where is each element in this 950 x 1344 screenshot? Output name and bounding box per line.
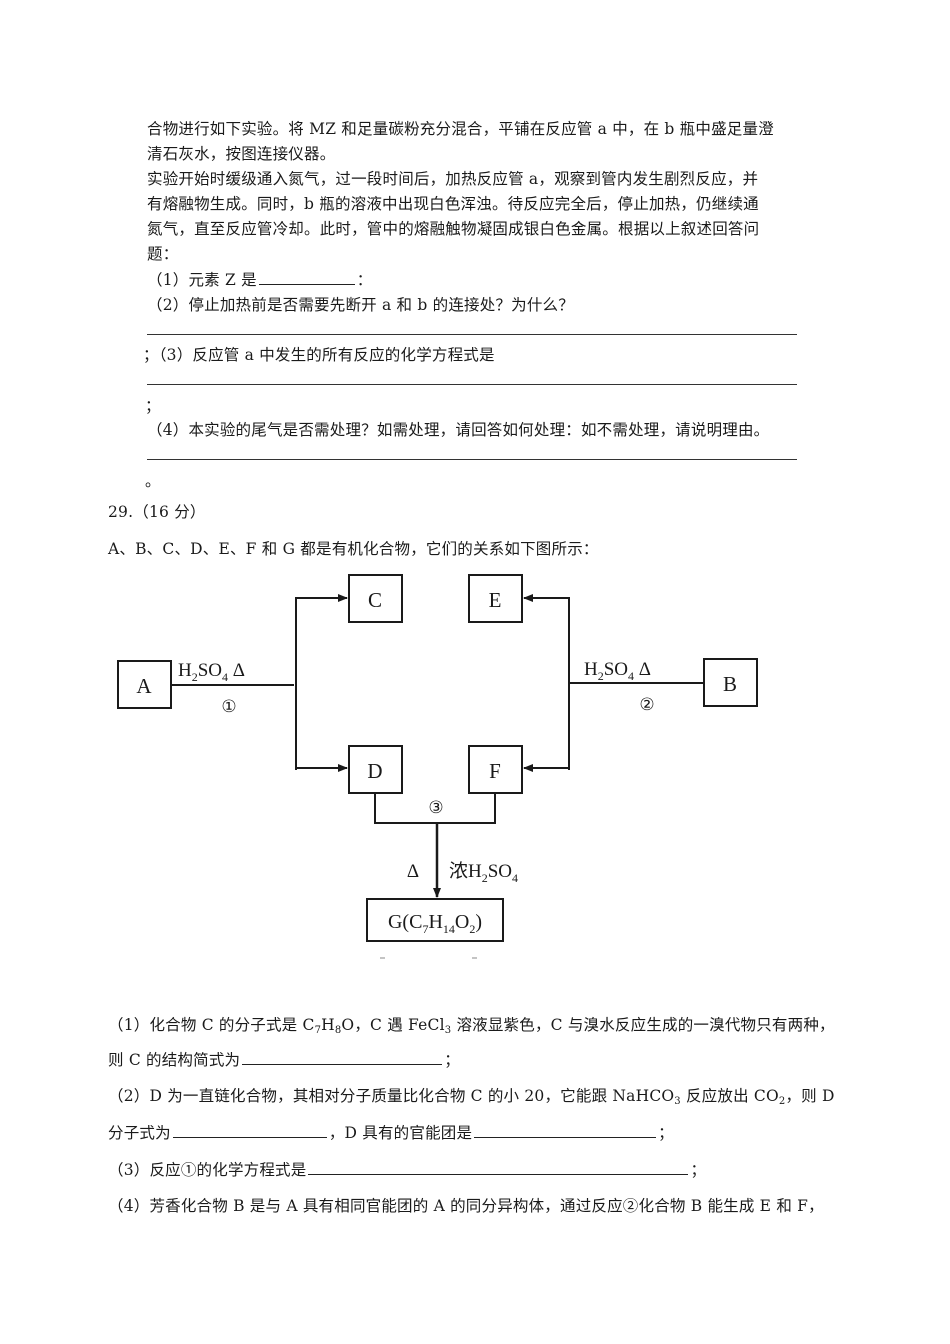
q28-sub4-end: 。 bbox=[145, 472, 161, 490]
q29-part3: （3）反应①的化学方程式是 ； bbox=[108, 1158, 706, 1180]
answer-blank-reaction1-equation[interactable] bbox=[308, 1158, 689, 1175]
arrow-to-e bbox=[523, 594, 570, 770]
arrow-to-f bbox=[523, 680, 570, 772]
q29-intro: A、B、C、D、E、F 和 G 都是有机化合物，它们的关系如下图所示： bbox=[108, 540, 599, 558]
reaction2-reagent: H2SO4 Δ bbox=[584, 659, 651, 683]
q28-sub2: （2）停止加热前是否需要先断开 a 和 b 的连接处？为什么？ bbox=[147, 296, 574, 314]
answer-line-q28-2[interactable] bbox=[147, 334, 797, 335]
arrow-to-d bbox=[295, 680, 348, 772]
intro-line-6: 题： bbox=[147, 245, 179, 263]
q29-part2-prefix: 分子式为 bbox=[108, 1124, 171, 1142]
intro-line-3: 实验开始时缓级通入氮气，过一段时间后，加热反应管 a，观察到管内发生剧烈反应，并 bbox=[147, 170, 759, 188]
q29-part1-suffix: ； bbox=[444, 1051, 460, 1069]
reaction1-reagent: H2SO4 Δ bbox=[178, 660, 245, 684]
intro-line-5: 氮气，直至反应管冷却。此时，管中的熔融触物凝固成银白色金属。根据以上叙述回答问 bbox=[147, 220, 760, 238]
answer-blank-d-formula[interactable] bbox=[172, 1121, 327, 1138]
reaction1-number: ① bbox=[221, 697, 236, 716]
node-d-label: D bbox=[367, 759, 382, 783]
q29-part2-line1: （2）D 为一直链化合物，其相对分子质量比化合物 C 的小 20，它能跟 NaH… bbox=[108, 1087, 835, 1107]
node-c-box bbox=[348, 574, 403, 623]
q29-part2-mid: ，D 具有的官能团是 bbox=[328, 1124, 473, 1142]
q29-part3-prefix: （3）反应①的化学方程式是 bbox=[108, 1161, 307, 1179]
answer-line-q28-4[interactable] bbox=[147, 459, 797, 460]
arrow-to-c bbox=[295, 594, 348, 770]
answer-blank-d-functional-group[interactable] bbox=[474, 1121, 657, 1138]
node-g-label: G(C7H14O2) bbox=[388, 911, 482, 936]
reaction3-connector bbox=[374, 793, 496, 824]
node-g-box bbox=[366, 898, 504, 942]
answer-blank-c-structure[interactable] bbox=[242, 1048, 443, 1065]
answer-line-q28-3[interactable] bbox=[147, 384, 797, 385]
node-b-label: B bbox=[723, 672, 737, 696]
q28-sub1-prefix: （1）元素 Z 是 bbox=[147, 271, 257, 289]
q28-sub4: （4）本实验的尾气是否需处理？如需处理，请回答如何处理：如不需处理，请说明理由。 bbox=[147, 421, 770, 439]
q28-sub1-suffix: ： bbox=[356, 271, 373, 289]
intro-line-4: 有熔融物生成。同时，b 瓶的溶液中出现白色浑浊。待反应完全后，停止加热，仍继续通 bbox=[147, 195, 759, 213]
q29-part1-line1: （1）化合物 C 的分子式是 C7H8O，C 遇 FeCl3 溶液显紫色，C 与… bbox=[108, 1016, 835, 1036]
node-c-label: C bbox=[368, 588, 382, 612]
reaction2-number: ② bbox=[639, 695, 654, 714]
q28-sub3: ；（3）反应管 a 中发生的所有反应的化学方程式是 bbox=[143, 346, 495, 364]
node-e-box bbox=[468, 574, 523, 623]
q28-sub3-end: ； bbox=[145, 397, 161, 415]
reaction3-reagent: 浓H2SO4 bbox=[449, 860, 518, 885]
node-e-label: E bbox=[489, 588, 502, 612]
q29-part2-suffix: ； bbox=[658, 1124, 674, 1142]
reaction3-number: ③ bbox=[428, 798, 443, 817]
intro-line-2: 清石灰水，按图连接仪器。 bbox=[147, 145, 336, 163]
q29-part2-line2: 分子式为 ，D 具有的官能团是 ； bbox=[108, 1121, 674, 1143]
q29-part1-prefix: 则 C 的结构简式为 bbox=[108, 1051, 241, 1069]
q29-part3-suffix: ； bbox=[690, 1161, 707, 1179]
q29-number: 29.（16 分） bbox=[108, 503, 206, 521]
reaction3-heat: Δ bbox=[407, 861, 419, 882]
q28-sub1: （1）元素 Z 是 ： bbox=[147, 268, 373, 290]
node-f-label: F bbox=[489, 759, 501, 783]
q29-part1-line2: 则 C 的结构简式为 ； bbox=[108, 1048, 460, 1070]
q29-part4: （4）芳香化合物 B 是与 A 具有相同官能团的 A 的同分异构体，通过反应②化… bbox=[108, 1197, 824, 1215]
answer-blank-element-z[interactable] bbox=[258, 268, 355, 285]
intro-line-1: 合物进行如下实验。将 MZ 和足量碳粉充分混合，平铺在反应管 a 中，在 b 瓶… bbox=[147, 120, 774, 138]
node-a-label: A bbox=[136, 674, 152, 698]
reaction-flow-diagram: A C E B D F G(C7H14O2) H2SO4 Δ ① H2SO4 Δ… bbox=[117, 574, 758, 959]
